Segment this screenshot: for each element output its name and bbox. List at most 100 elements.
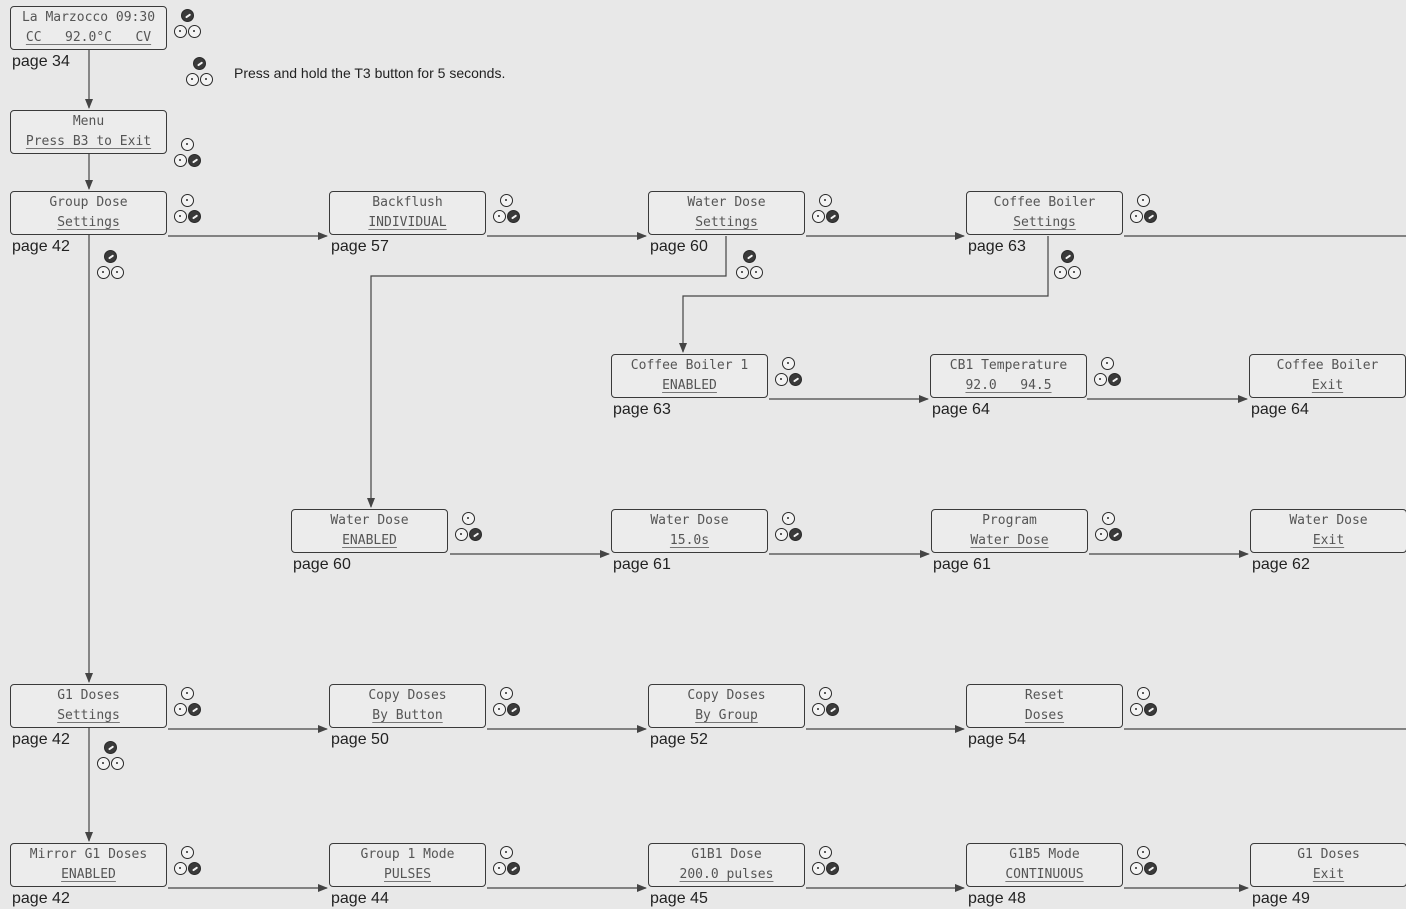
page-reference: page 63 (968, 238, 1026, 255)
knob-button-icon (174, 862, 187, 875)
lcd-line-2: Doses (1024, 708, 1065, 723)
knob-button-icon (455, 528, 468, 541)
knob-button-icon (174, 210, 187, 223)
knob-button-icon (1144, 210, 1157, 223)
page-reference: page 42 (12, 238, 70, 255)
lcd-line-2: INDIVIDUAL (368, 215, 447, 230)
connector-8 (367, 236, 727, 508)
knob-button-icon (181, 9, 194, 22)
page-reference: page 52 (650, 731, 708, 748)
lcd-line-1: La Marzocco 09:30 (21, 10, 156, 25)
knob-button-icon (819, 846, 832, 859)
page-reference: page 62 (1252, 556, 1310, 573)
lcd-line-2: Press B3 to Exit (25, 134, 152, 149)
knob-button-icon (1054, 266, 1067, 279)
lcd-line-1: G1B1 Dose (691, 847, 762, 862)
knob-button-icon (104, 741, 117, 754)
page-reference: page 48 (968, 890, 1026, 907)
lcd-line-2: CONTINUOUS (1005, 867, 1084, 882)
knob-button-icon (507, 210, 520, 223)
lcd-line-1: G1 Doses (57, 688, 120, 703)
knob-button-icon (181, 138, 194, 151)
lcd-line-1: Coffee Boiler 1 (630, 358, 749, 373)
lcd-line-1: Water Dose (650, 513, 729, 528)
knob-button-icon (1137, 846, 1150, 859)
lcd-line-1: Copy Doses (687, 688, 766, 703)
knob-button-icon (193, 57, 206, 70)
knob-button-icon (1061, 250, 1074, 263)
knob-button-icon (789, 528, 802, 541)
lcd-line-2: 200.0 pulses (679, 867, 774, 882)
page-reference: page 45 (650, 890, 708, 907)
lcd-line-2: Exit (1311, 378, 1344, 393)
lcd-line-1: Group Dose (49, 195, 128, 210)
knob-button-icon (1130, 862, 1143, 875)
knob-button-icon (1068, 266, 1081, 279)
knob-button-icon (462, 512, 475, 525)
knob-button-icon (181, 846, 194, 859)
page-reference: page 49 (1252, 890, 1310, 907)
knob-button-icon (782, 357, 795, 370)
page-reference: page 42 (12, 731, 70, 748)
knob-button-icon (104, 250, 117, 263)
lcd-line-1: Water Dose (1289, 513, 1368, 528)
lcd-line-2: Exit (1312, 867, 1345, 882)
page-reference: page 63 (613, 401, 671, 418)
knob-button-icon (97, 757, 110, 770)
knob-button-icon (1130, 210, 1143, 223)
knob-button-icon (750, 266, 763, 279)
knob-button-icon (1102, 512, 1115, 525)
lcd-g1b1-dose: G1B1 Dose 200.0 pulses (648, 843, 805, 887)
knob-button-icon (826, 210, 839, 223)
lcd-line-1: Water Dose (687, 195, 766, 210)
knob-button-icon (200, 73, 213, 86)
knob-button-icon (97, 266, 110, 279)
knob-button-icon (111, 266, 124, 279)
connector-9 (679, 236, 1049, 353)
knob-button-icon (1095, 528, 1108, 541)
knob-button-icon (186, 73, 199, 86)
knob-button-icon (775, 373, 788, 386)
lcd-line-1: Reset (1024, 688, 1065, 703)
lcd-line-1: CB1 Temperature (949, 358, 1068, 373)
page-reference: page 61 (613, 556, 671, 573)
page-reference: page 64 (932, 401, 990, 418)
knob-button-icon (1137, 687, 1150, 700)
knob-button-icon (782, 512, 795, 525)
lcd-line-2: Settings (57, 215, 120, 230)
lcd-line-2: ENABLED (61, 867, 116, 882)
page-reference: page 54 (968, 731, 1026, 748)
knob-button-icon (174, 154, 187, 167)
lcd-line-1: Mirror G1 Doses (29, 847, 148, 862)
page-reference: page 60 (650, 238, 708, 255)
page-reference: page 42 (12, 890, 70, 907)
lcd-line-2: Settings (57, 708, 120, 723)
lcd-line-2: PULSES (384, 867, 431, 882)
lcd-line-2: ENABLED (662, 378, 717, 393)
knob-button-icon (1144, 862, 1157, 875)
lcd-line-2: By Button (372, 708, 443, 723)
knob-button-icon (812, 210, 825, 223)
knob-button-icon (1094, 373, 1107, 386)
knob-button-icon (1130, 703, 1143, 716)
page-reference: page 44 (331, 890, 389, 907)
knob-button-icon (819, 194, 832, 207)
page-reference: page 64 (1251, 401, 1309, 418)
knob-button-icon (493, 862, 506, 875)
knob-button-icon (174, 25, 187, 38)
knob-button-icon (174, 703, 187, 716)
